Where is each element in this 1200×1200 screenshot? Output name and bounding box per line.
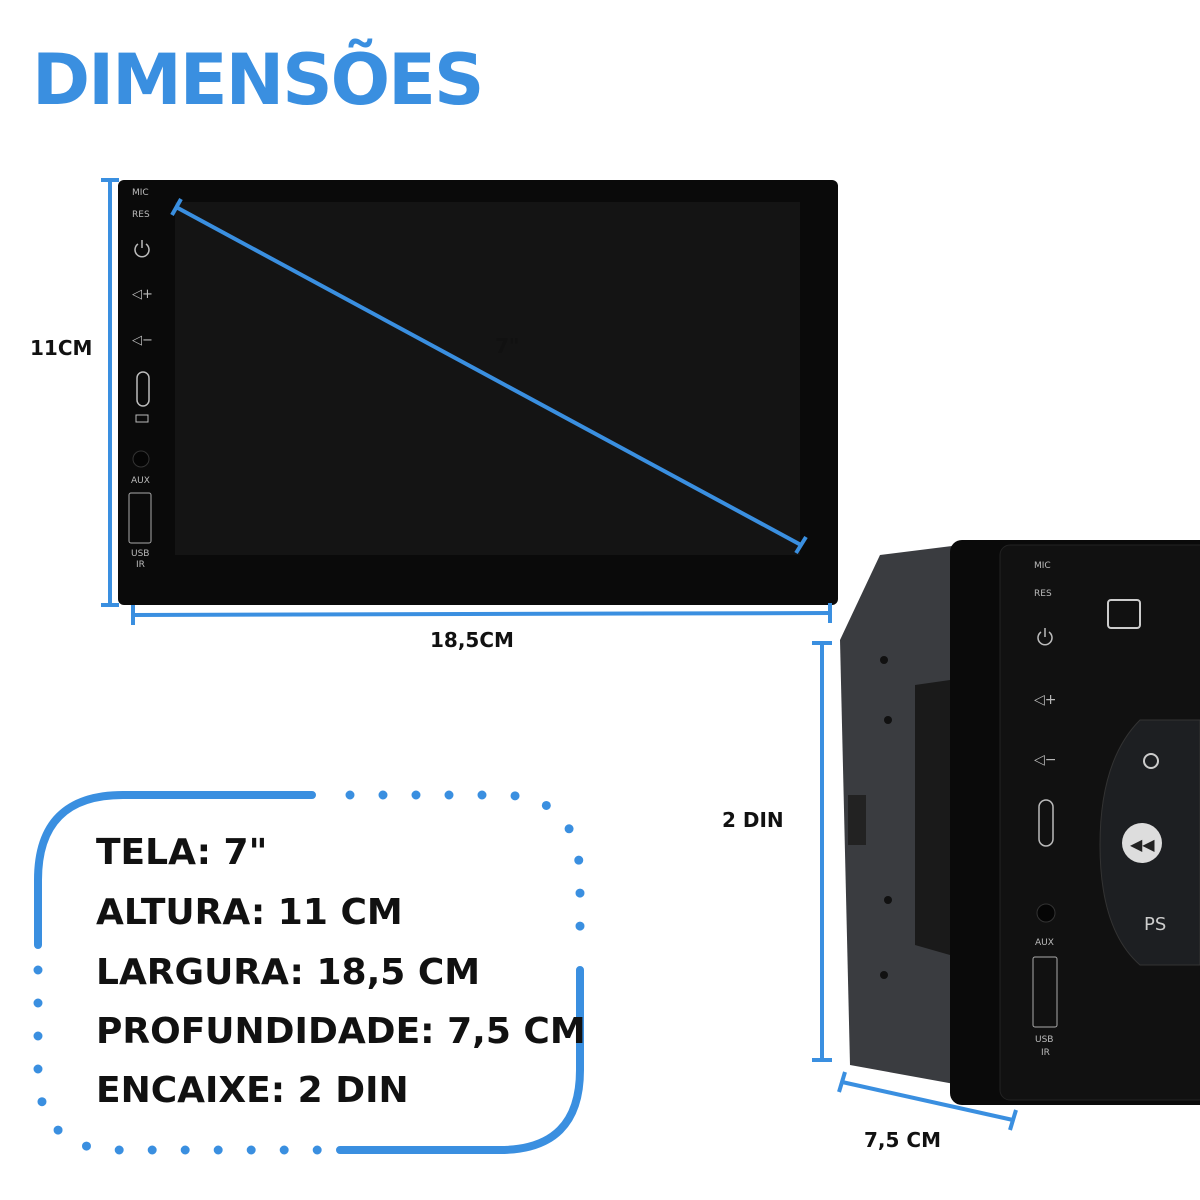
height-label: 11CM bbox=[30, 336, 92, 360]
side-unit: MIC RES ◁+ ◁− AUX USB IR ◀◀ PS bbox=[840, 540, 1200, 1105]
svg-text:◀◀: ◀◀ bbox=[1130, 835, 1155, 854]
volume-down-icon: ◁− bbox=[132, 333, 153, 348]
side-usb-c-icon bbox=[1038, 799, 1054, 847]
side-volume-up-icon: ◁+ bbox=[1034, 692, 1057, 708]
front-dimension-lines bbox=[101, 178, 832, 625]
ir-label: IR bbox=[136, 560, 145, 570]
side-res-label: RES bbox=[1034, 589, 1052, 599]
spec-list: TELA: 7" ALTURA: 11 CM LARGURA: 18,5 CM … bbox=[96, 832, 586, 1111]
spec-screen: TELA: 7" bbox=[96, 832, 267, 873]
side-ir-label: IR bbox=[1041, 1048, 1050, 1058]
usb-c-port-icon bbox=[136, 371, 150, 407]
radio-icon bbox=[1107, 599, 1141, 629]
page-title: DIMENSÕES bbox=[32, 39, 482, 121]
mic-label: MIC bbox=[132, 188, 149, 198]
spec-box-border bbox=[33, 790, 585, 1155]
battery-icon bbox=[135, 414, 149, 423]
usb-label: USB bbox=[131, 549, 149, 559]
side-dimension-lines bbox=[812, 641, 1018, 1131]
side-mic-label: MIC bbox=[1034, 561, 1051, 571]
side-chassis bbox=[840, 545, 960, 1085]
depth-label: 7,5 CM bbox=[864, 1128, 941, 1152]
din-label: 2 DIN bbox=[722, 808, 784, 832]
side-aux-port-icon bbox=[1036, 903, 1056, 923]
aux-label: AUX bbox=[131, 476, 150, 486]
side-power-icon bbox=[1037, 628, 1053, 646]
side-usb-port-icon bbox=[1032, 956, 1058, 1028]
spec-depth: PROFUNDIDADE: 7,5 CM bbox=[96, 1011, 586, 1052]
usb-port-icon bbox=[128, 492, 152, 544]
side-volume-down-icon: ◁− bbox=[1034, 752, 1057, 768]
power-icon bbox=[134, 240, 150, 258]
width-label: 18,5CM bbox=[430, 628, 514, 652]
spec-width: LARGURA: 18,5 CM bbox=[96, 952, 480, 993]
ps-label: PS bbox=[1144, 914, 1166, 935]
spec-fitting: ENCAIXE: 2 DIN bbox=[96, 1070, 409, 1111]
search-icon bbox=[1143, 753, 1159, 769]
spec-height: ALTURA: 11 CM bbox=[96, 892, 403, 933]
side-usb-label: USB bbox=[1035, 1035, 1053, 1045]
aux-port-icon bbox=[132, 450, 150, 468]
rewind-icon bbox=[1122, 823, 1162, 863]
res-label: RES bbox=[132, 210, 150, 220]
front-unit: MIC RES ◁+ ◁− AUX USB IR bbox=[118, 180, 838, 605]
diagonal-label: 7" bbox=[495, 334, 519, 358]
side-aux-label: AUX bbox=[1035, 938, 1054, 948]
volume-up-icon: ◁+ bbox=[132, 287, 153, 302]
